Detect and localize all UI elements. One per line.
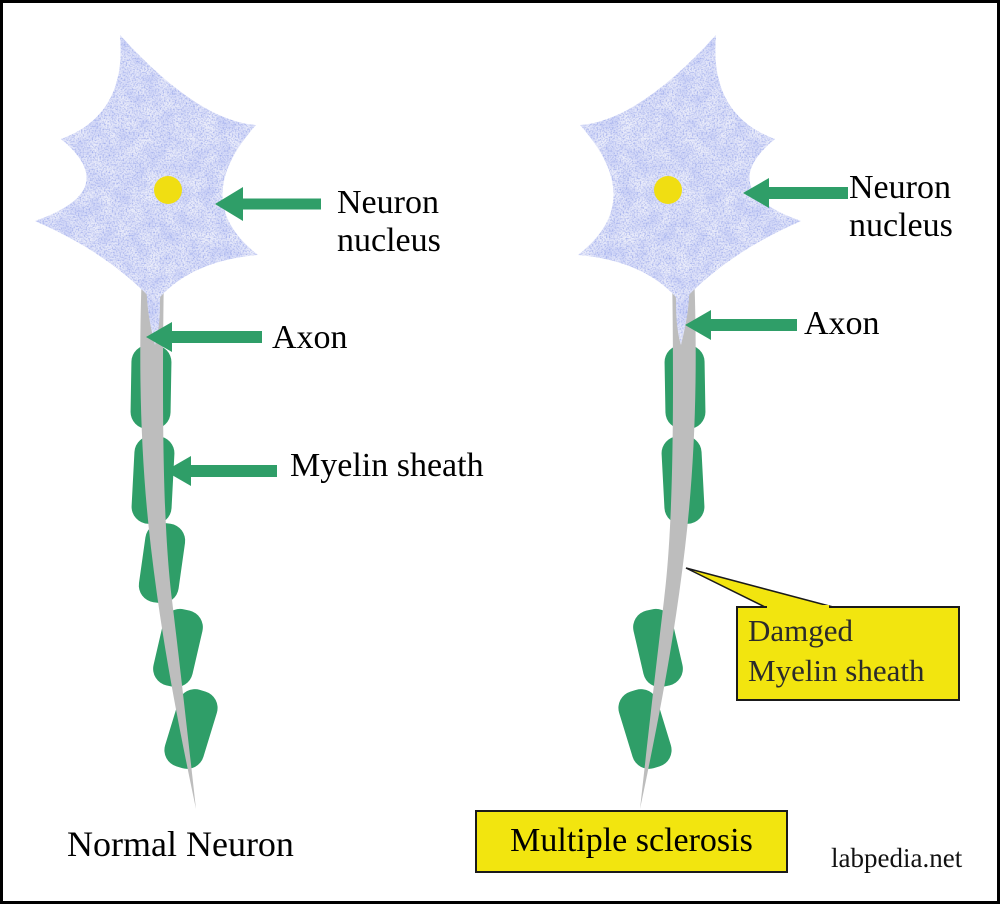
right-nucleus-label-line1: Neuron bbox=[849, 169, 951, 206]
right-neuron bbox=[578, 35, 801, 809]
right-nucleus-label-line2: nucleus bbox=[849, 207, 953, 244]
left-axon-arrow-icon bbox=[146, 322, 262, 352]
left-myelin-arrow-icon bbox=[165, 456, 277, 486]
left-nucleus-label-line1: Neuron bbox=[337, 184, 439, 221]
myelin-segment bbox=[164, 689, 218, 769]
axon bbox=[640, 269, 696, 809]
left-nucleus-label: Neuron nucleus bbox=[337, 184, 441, 260]
damaged-myelin-label-line2: Myelin sheath bbox=[748, 653, 925, 688]
nucleus bbox=[654, 176, 682, 204]
callout-box-join bbox=[767, 605, 829, 610]
damaged-myelin-label-line1: Damged bbox=[748, 613, 854, 648]
multiple-sclerosis-box: Multiple sclerosis bbox=[475, 810, 788, 873]
cell-body bbox=[35, 35, 258, 303]
left-myelin-label: Myelin sheath bbox=[290, 447, 484, 484]
callout-pointer bbox=[685, 567, 834, 608]
axon bbox=[140, 269, 196, 809]
nucleus bbox=[154, 176, 182, 204]
right-axon-label: Axon bbox=[804, 305, 880, 342]
right-nucleus-label: Neuron nucleus bbox=[849, 169, 953, 245]
right-nucleus-arrow-icon bbox=[743, 178, 848, 208]
left-neuron bbox=[35, 35, 258, 809]
damaged-myelin-callout-box: Damged Myelin sheath bbox=[736, 606, 960, 701]
left-nucleus-arrow-icon bbox=[215, 187, 321, 221]
myelin-segment bbox=[618, 689, 672, 769]
right-axon-arrow-icon bbox=[685, 310, 797, 340]
neuron-diagram-art bbox=[35, 35, 848, 809]
pointer-arrows bbox=[146, 178, 848, 486]
left-nucleus-label-line2: nucleus bbox=[337, 222, 441, 259]
watermark: labpedia.net bbox=[831, 843, 963, 873]
left-axon-label: Axon bbox=[272, 319, 348, 356]
left-neuron-caption: Normal Neuron bbox=[67, 824, 294, 864]
cell-body bbox=[578, 35, 801, 303]
